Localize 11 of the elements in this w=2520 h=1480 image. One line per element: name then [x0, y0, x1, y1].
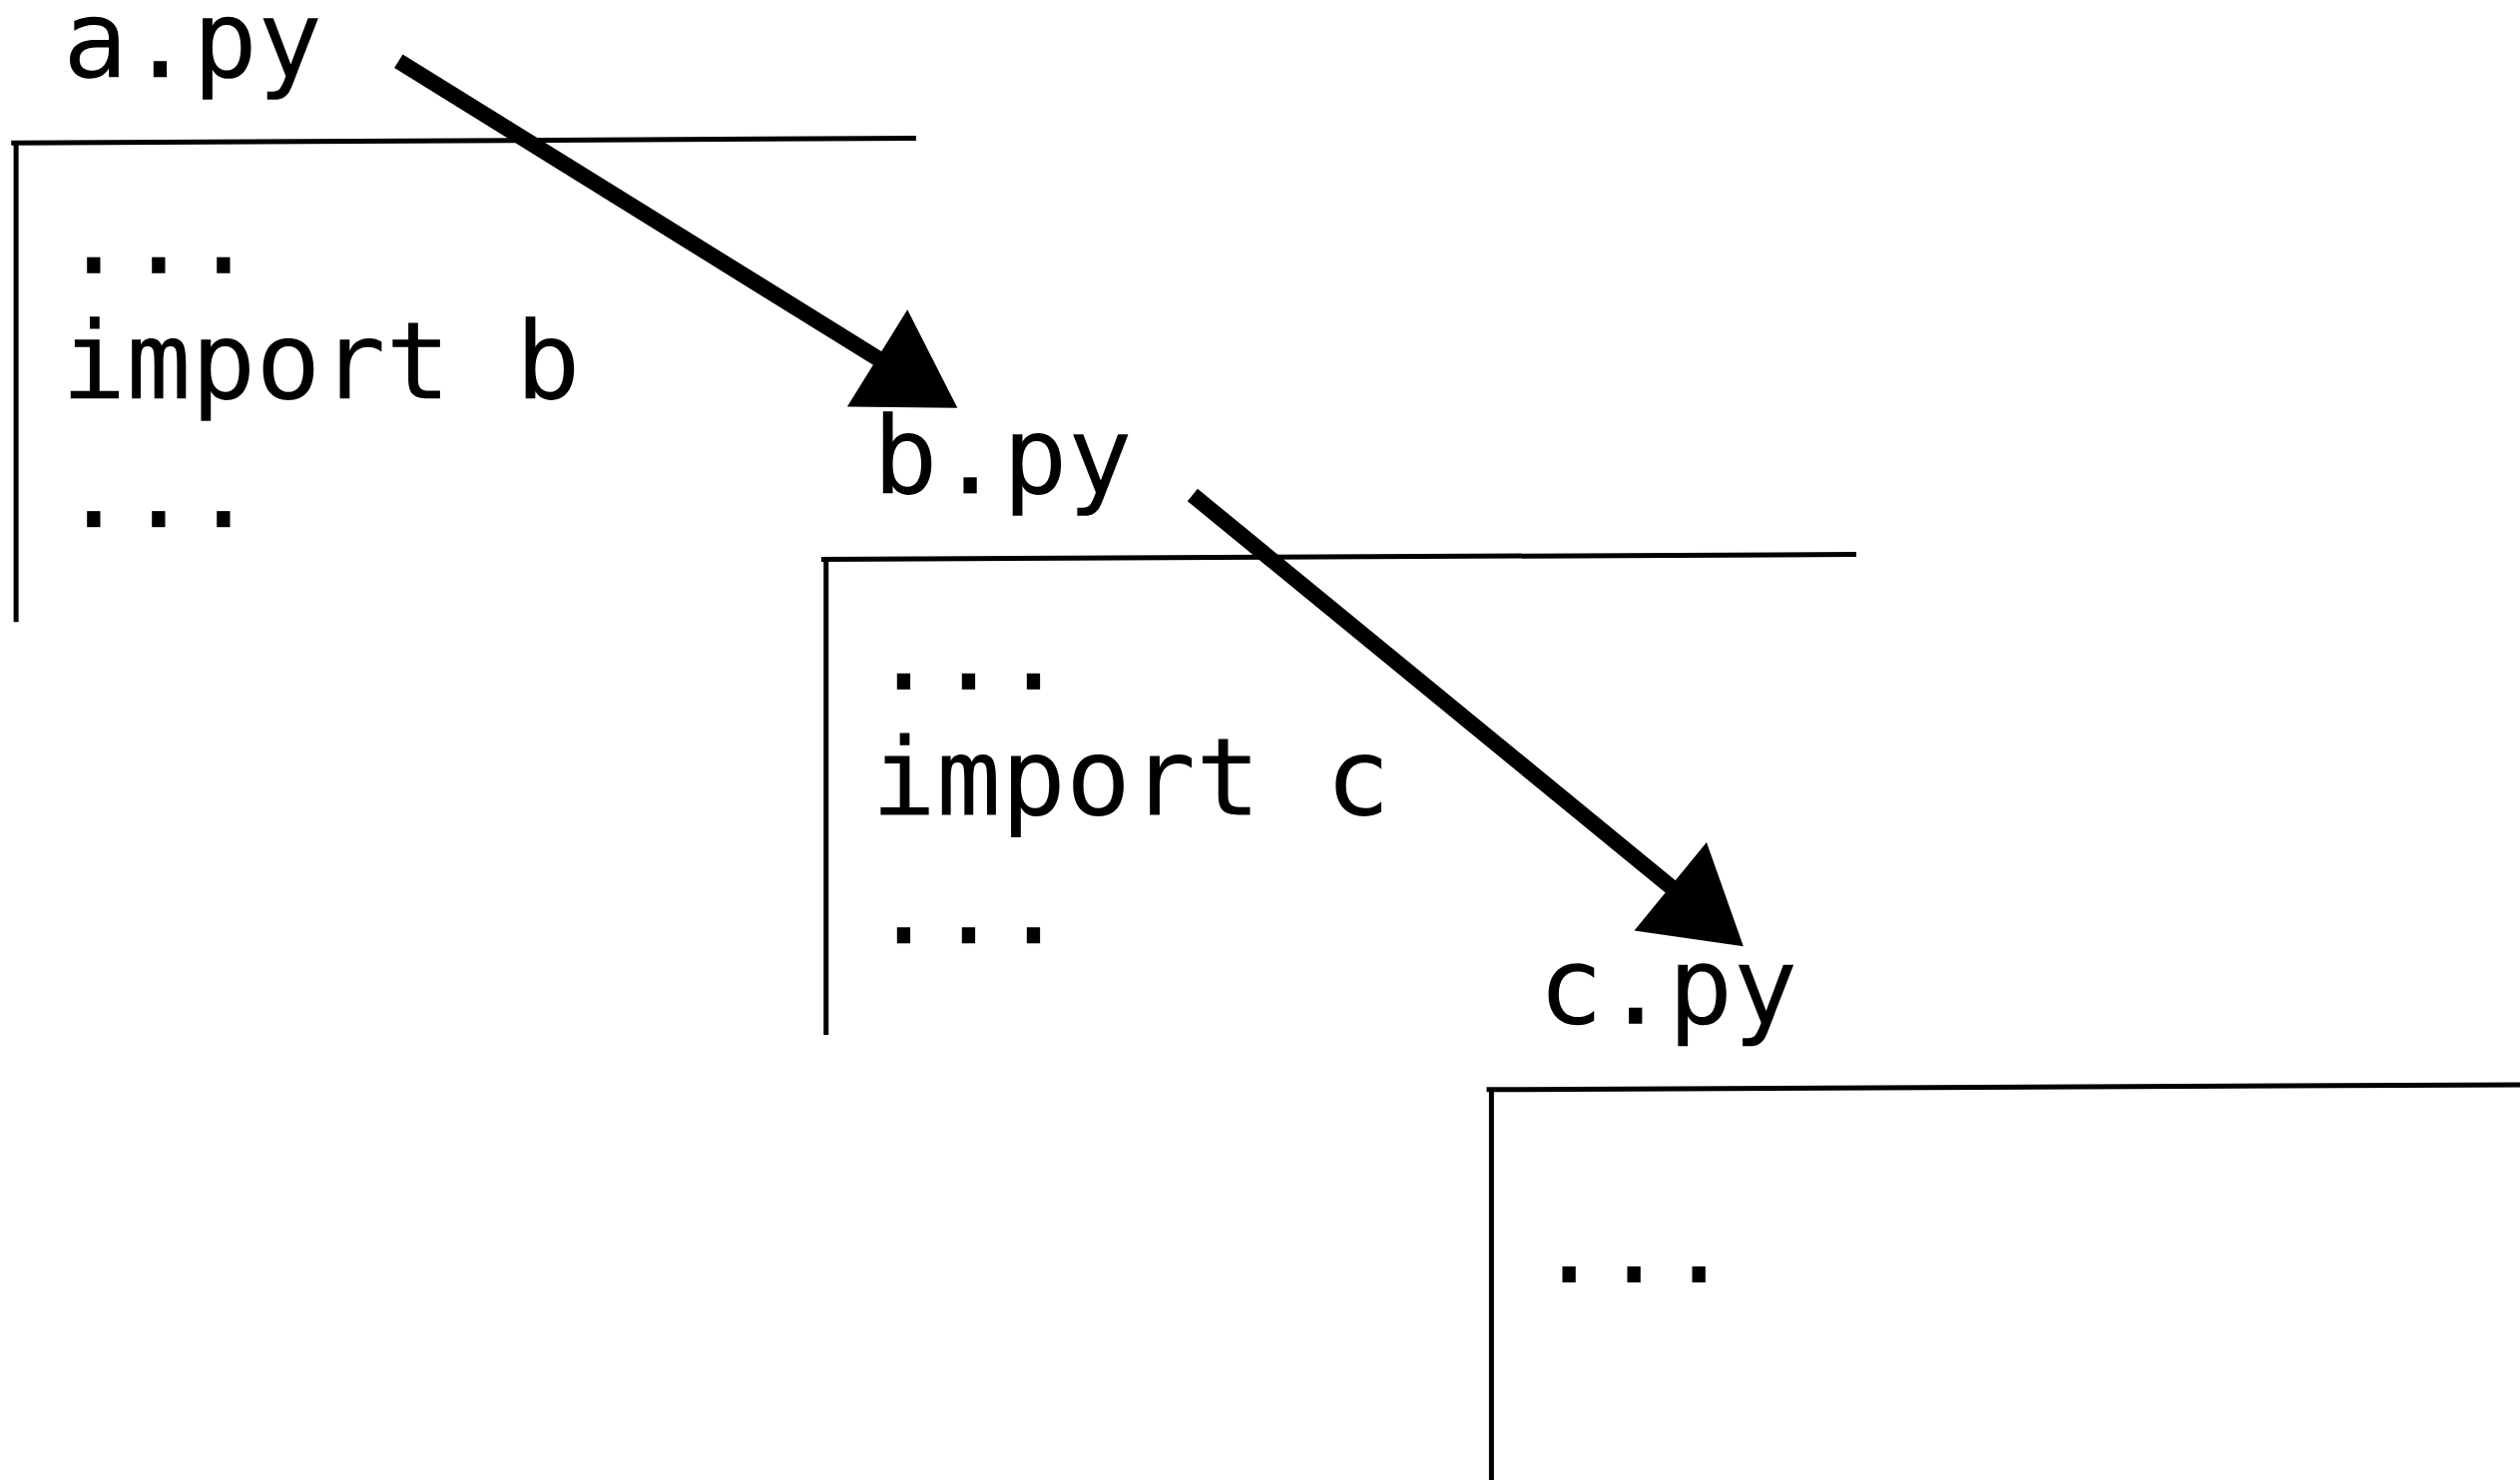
code-line: ... [87, 256, 231, 273]
code-line: ... [896, 673, 1041, 690]
code-line: ... [896, 927, 1041, 944]
file-name: a.py [70, 16, 318, 100]
code-line: ... [87, 511, 231, 528]
code-line: ... [1562, 1265, 1706, 1282]
code-file-box [1486, 963, 2520, 1480]
file-name: b.py [882, 411, 1129, 516]
file-name: c.py [1548, 963, 1794, 1047]
code-line: import c [880, 733, 1382, 837]
code-line: import b [70, 316, 575, 421]
